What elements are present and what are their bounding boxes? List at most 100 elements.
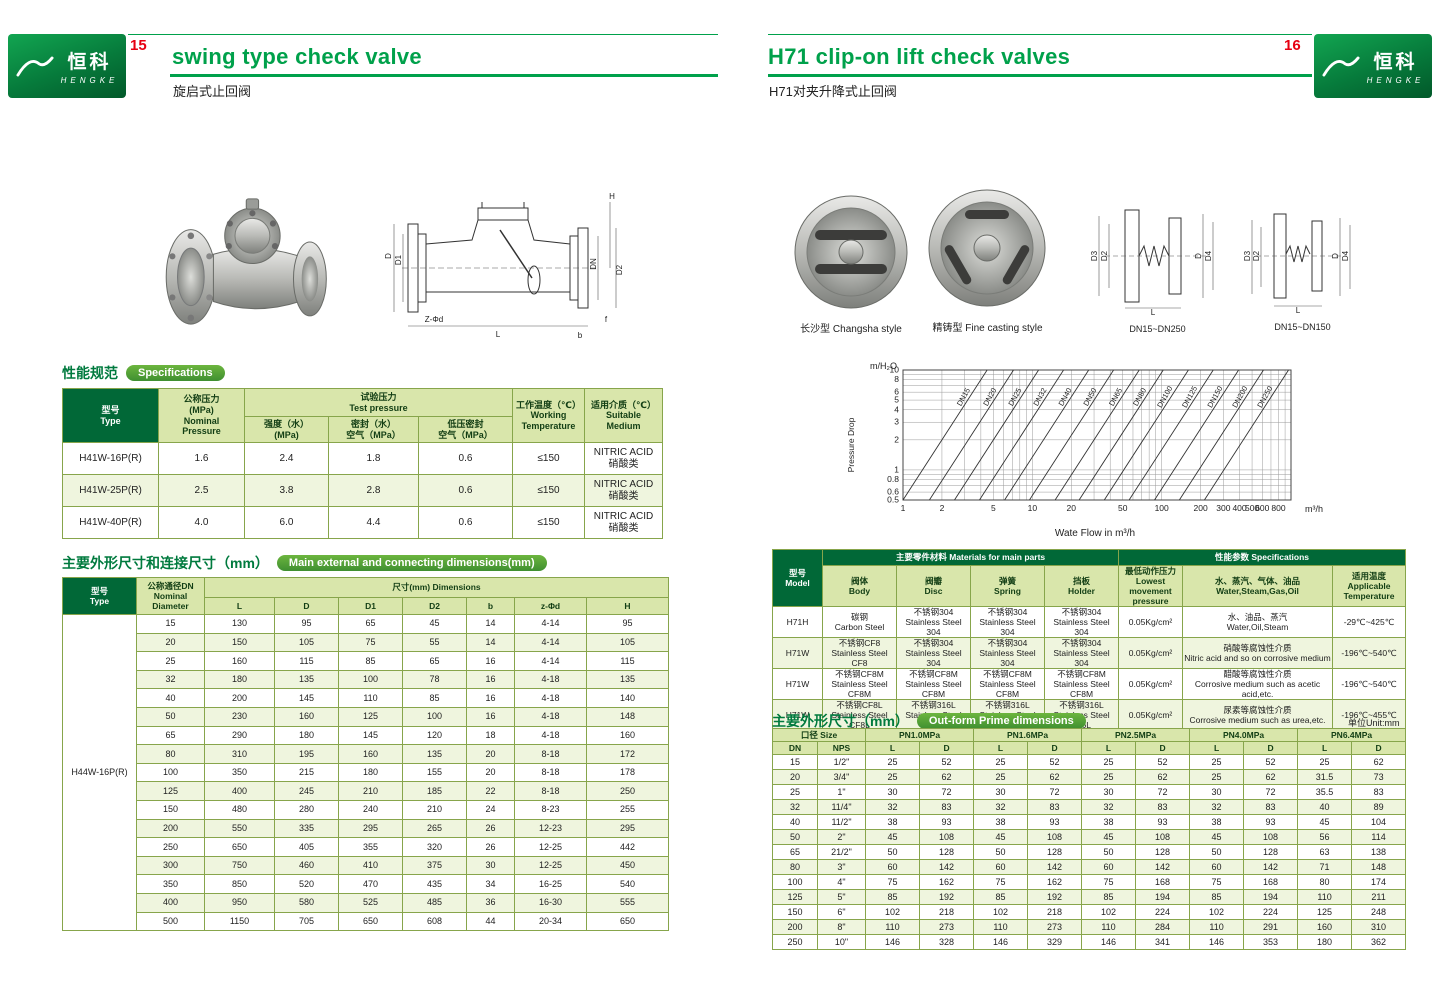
table-cell: 75 — [338, 632, 403, 653]
table-cell: 32 — [1189, 799, 1245, 815]
table-cell: 108 — [1135, 829, 1191, 845]
table-cell: 45 — [1297, 814, 1353, 830]
table-cell: 525 — [338, 892, 403, 913]
table-cell: 4-14 — [514, 651, 587, 671]
table-cell: 180 — [204, 669, 275, 690]
table-cell: -196℃~540℃ — [1332, 637, 1407, 670]
x-tick-label: 5 — [991, 503, 996, 513]
table-cell: 442 — [586, 837, 669, 857]
table-cell: 290 — [204, 725, 275, 746]
col-group-pn16: PN1.6MPa — [973, 728, 1083, 742]
table-cell: 200 — [204, 688, 275, 708]
table-cell: 不锈钢CF8M Stainless Steel CF8M — [822, 668, 897, 701]
table-cell: NITRIC ACID 硝酸类 — [584, 442, 663, 475]
table-cell: 25 — [1297, 754, 1353, 770]
table-cell: 180 — [1297, 934, 1353, 950]
dim-label-D4: D4 — [1341, 250, 1350, 261]
table-cell: 不锈钢CF8M Stainless Steel CF8M — [970, 668, 1045, 701]
outform-table: 口径 Size PN1.0MPa PN1.6MPa PN2.5MPa PN4.0… — [772, 728, 1407, 950]
table-cell: -196℃~455℃ — [1332, 699, 1407, 732]
table-cell: 255 — [586, 799, 669, 820]
table-cell: 50 — [1081, 844, 1137, 860]
table-cell: 160 — [338, 744, 403, 764]
col-header-type: 型号 Type — [62, 577, 137, 615]
table-cell: 72 — [1243, 784, 1299, 800]
table-cell: 60 — [1081, 859, 1137, 875]
col-group-pn25: PN2.5MPa — [1081, 728, 1191, 742]
table-cell: 108 — [918, 829, 975, 845]
spec-section-title-zh: 性能规范 — [62, 365, 118, 381]
table-cell: 146 — [865, 934, 920, 950]
dim-label-b: b — [578, 331, 583, 340]
table-cell: 8-18 — [514, 744, 587, 764]
table-cell: 4-14 — [514, 614, 587, 634]
table-cell: 105 — [586, 632, 669, 653]
table-cell: 4.4 — [328, 506, 419, 539]
col-header-model: 型号 Model — [772, 548, 823, 608]
table-cell: 138 — [1351, 844, 1407, 860]
table-cell: 115 — [586, 651, 669, 671]
col-header-D: D — [274, 597, 339, 615]
table-cell: 5" — [817, 889, 866, 905]
table-cell: 60 — [973, 859, 1029, 875]
table-cell: 60 — [1189, 859, 1245, 875]
col-header-nps: NPS — [817, 741, 866, 755]
table-cell: 72 — [918, 784, 975, 800]
table-cell: 85 — [402, 688, 467, 708]
table-cell: 194 — [1243, 889, 1299, 905]
table-cell: 0.6 — [418, 442, 513, 475]
dn-curve — [1078, 369, 1164, 501]
table-cell: 不锈钢304 Stainless Steel 304 — [896, 637, 971, 670]
table-cell: 80 — [136, 744, 205, 764]
dims-section-title-zh: 主要外形尺寸和连接尺寸（mm） — [62, 555, 269, 571]
x-tick-label: 600 — [1255, 503, 1269, 513]
col-header-H: H — [586, 597, 669, 615]
table-cell: 11/2" — [817, 814, 866, 830]
table-cell: 195 — [274, 744, 339, 764]
dim-label-DN: DN — [589, 258, 598, 270]
figure-caption: 精铸型 Fine casting style — [932, 323, 1043, 334]
y-tick-label: 8 — [894, 374, 899, 384]
table-cell: 178 — [586, 762, 669, 783]
table-cell: 192 — [1027, 889, 1083, 905]
table-cell: 83 — [1135, 799, 1191, 815]
table-cell: 1/2" — [817, 754, 866, 770]
table-cell: 110 — [1297, 889, 1353, 905]
table-cell: 650 — [338, 911, 403, 932]
table-cell: H71H — [772, 606, 823, 639]
dn-curve — [1103, 369, 1189, 501]
table-cell: 550 — [204, 818, 275, 839]
x-tick-label: 400 — [1232, 503, 1246, 513]
col-header-type: 型号 Type — [62, 388, 159, 443]
table-cell: 125 — [1297, 904, 1353, 920]
title-rule-right — [768, 74, 1312, 77]
table-cell: 80 — [772, 859, 818, 875]
col-header-D: D — [1243, 741, 1299, 755]
page-subtitle-right: H71对夹升降式止回阀 — [769, 84, 897, 99]
table-cell: 52 — [1027, 754, 1083, 770]
brand-name-en: HENGKE — [60, 76, 119, 85]
table-cell: 32 — [1081, 799, 1137, 815]
x-tick-label: 500 — [1245, 503, 1259, 513]
table-cell: 不锈钢304 Stainless Steel 304 — [896, 606, 971, 639]
table-cell: 8" — [817, 919, 866, 935]
col-header-dimensions: 尺寸(mm) Dimensions — [204, 577, 669, 598]
table-cell: 93 — [1243, 814, 1299, 830]
table-cell: 650 — [204, 837, 275, 857]
dim-label-D2: D2 — [1100, 250, 1109, 261]
table-cell: 73 — [1351, 769, 1407, 785]
table-cell: 1.6 — [158, 442, 245, 475]
table-cell: 6" — [817, 904, 866, 920]
table-cell: 705 — [274, 911, 339, 932]
table-cell: 555 — [586, 892, 669, 913]
table-cell: 25 — [865, 769, 920, 785]
